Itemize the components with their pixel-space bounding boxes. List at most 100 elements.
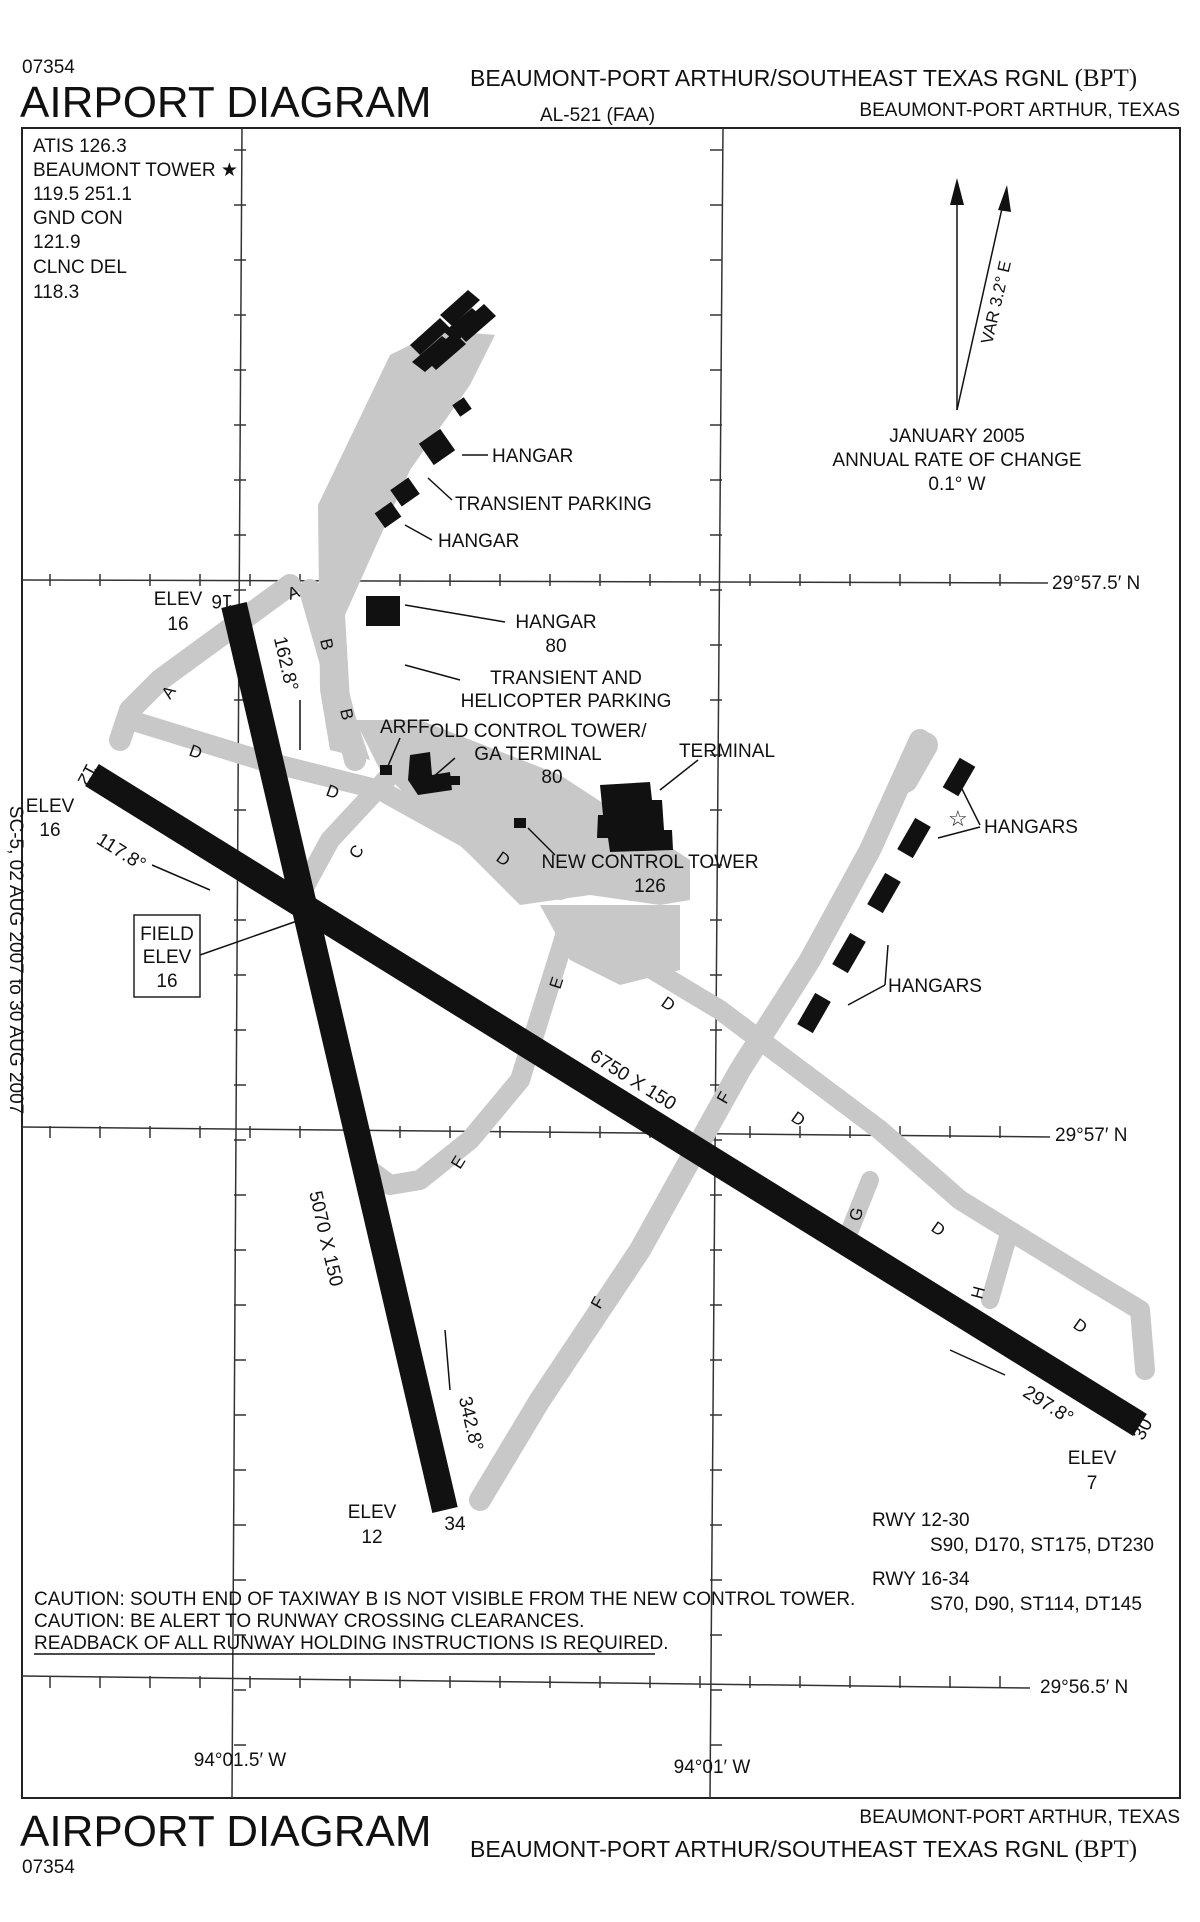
freq-line: BEAUMONT TOWER ★ — [33, 160, 238, 181]
field-elevation-value: 16 — [156, 971, 177, 992]
runway-end-16: 16 — [211, 590, 232, 611]
hangar-east — [897, 817, 931, 859]
hangar-east — [942, 757, 976, 797]
taxiway-label: D — [658, 993, 679, 1016]
building — [440, 290, 480, 326]
heading-16: 162.8° — [269, 635, 302, 693]
buildings — [366, 290, 976, 1034]
hangar-80 — [366, 596, 400, 626]
heading-34: 342.8° — [454, 1395, 487, 1453]
building — [424, 332, 466, 370]
elevation-label: ELEV — [1068, 1448, 1117, 1469]
elevation-value: 16 — [39, 820, 60, 841]
hangar-label: HANGAR — [438, 531, 519, 552]
taxiway-h — [981, 1221, 1019, 1309]
latitude-label: 29°57′ N — [1055, 1125, 1127, 1146]
north-arrow — [950, 178, 1011, 411]
taxiway-strokes — [109, 574, 1155, 1511]
rwy-strength-label: RWY 12-30 — [872, 1510, 970, 1531]
old-tower-label: OLD CONTROL TOWER/ — [429, 721, 647, 742]
taxiway-label: D — [788, 1108, 809, 1131]
footer-chart-number: 07354 — [22, 1857, 75, 1878]
elevation-label: ELEV — [154, 589, 203, 610]
magnetic-variation: VAR 3.2° E — [977, 259, 1015, 346]
building — [452, 397, 472, 417]
freq-line: CLNC DEL — [33, 257, 127, 278]
elevation-label: ELEV — [348, 1502, 397, 1523]
hangar-east — [867, 872, 901, 914]
caution-text: CAUTION: BE ALERT TO RUNWAY CROSSING CLE… — [34, 1611, 584, 1632]
taxiway-label: D — [324, 781, 342, 803]
field-elevation-box — [133, 914, 201, 998]
hangar-east — [832, 932, 866, 974]
footer-city-state: BEAUMONT-PORT ARTHUR, TEXAS — [859, 1807, 1180, 1828]
field-elevation-label: FIELD — [140, 924, 194, 945]
frequency-list: ATIS 126.3 BEAUMONT TOWER ★ 119.5 251.1 … — [33, 136, 238, 303]
grid-lon-01-5 — [231, 127, 243, 1799]
latitude-label: 29°56.5′ N — [1040, 1677, 1128, 1698]
terminal-label: TERMINAL — [679, 741, 775, 762]
tower-star-icon: ☆ — [948, 806, 968, 831]
taxiway-label: D — [1070, 1315, 1091, 1338]
footer-title: AIRPORT DIAGRAM — [20, 1807, 432, 1856]
annual-rate-label: ANNUAL RATE OF CHANGE — [832, 450, 1081, 471]
building — [410, 318, 450, 355]
footer-airport-name: BEAUMONT-PORT ARTHUR/SOUTHEAST TEXAS RGN… — [470, 1836, 1137, 1863]
new-tower-number: 126 — [634, 876, 666, 897]
airport-name: BEAUMONT-PORT ARTHUR/SOUTHEAST TEXAS RGN… — [470, 65, 1137, 92]
taxiway-label: H — [968, 1284, 990, 1301]
city-state: BEAUMONT-PORT ARTHUR, TEXAS — [859, 100, 1180, 121]
annual-rate-value: 0.1° W — [928, 474, 985, 495]
page-title: AIRPORT DIAGRAM — [20, 78, 432, 127]
building — [450, 776, 460, 785]
freq-line: 119.5 251.1 — [33, 184, 132, 205]
central-ramp — [355, 720, 690, 905]
taxiway-g — [841, 1171, 879, 1239]
latitude-label: 29°57.5′ N — [1052, 573, 1140, 594]
taxiway-label: G — [846, 1205, 868, 1223]
taxiway-label: C — [345, 842, 368, 862]
map-frame — [21, 127, 1181, 1799]
new-tower-label: NEW CONTROL TOWER — [541, 852, 758, 873]
elevation-value: 16 — [167, 614, 188, 635]
transient-heli-label: TRANSIENT AND — [490, 668, 642, 689]
leader-lines — [151, 454, 1006, 1391]
elevation-label: ELEV — [26, 796, 75, 817]
arff-label: ARFF — [380, 717, 430, 738]
runway-dimensions-16-34: 5070 X 150 — [304, 1189, 346, 1288]
taxiway-label: B — [336, 707, 357, 722]
caution-text: CAUTION: SOUTH END OF TAXIWAY B IS NOT V… — [34, 1589, 855, 1610]
transient-parking-label: TRANSIENT PARKING — [455, 494, 652, 515]
arff-building — [380, 765, 392, 775]
grid-lon-01 — [709, 127, 724, 1799]
taxiway-d-east — [560, 910, 1155, 1380]
chart-number: 07354 — [22, 57, 75, 78]
runway-12-30 — [85, 763, 1147, 1437]
rwy-strength-label: RWY 16-34 — [872, 1569, 970, 1590]
heading-12: 117.8° — [93, 829, 150, 875]
hangar-80-number: 80 — [545, 636, 566, 657]
east-apron-stub — [892, 732, 938, 793]
transient-parking-building — [390, 477, 420, 507]
field-elevation-label: ELEV — [143, 947, 192, 968]
taxiway-label: D — [928, 1218, 949, 1241]
north-apron — [318, 330, 495, 760]
runway-end-34: 34 — [444, 1514, 466, 1535]
taxiway-f — [469, 729, 931, 1511]
building — [454, 304, 496, 342]
taxiway-label: B — [316, 637, 337, 652]
taxiway-b — [299, 579, 366, 771]
hangar-label: HANGAR — [492, 446, 573, 467]
hangar-east — [797, 992, 831, 1034]
hangar-80-label: HANGAR — [515, 612, 596, 633]
hangars-label: HANGARS — [984, 817, 1078, 838]
freq-line: GND CON — [33, 208, 123, 229]
freq-line: ATIS 126.3 — [33, 136, 127, 157]
taxiway-label: D — [187, 741, 205, 763]
rwy-strength-value: S90, D170, ST175, DT230 — [930, 1535, 1154, 1556]
taxiway-e — [360, 910, 580, 1195]
transient-heli-label: HELICOPTER PARKING — [461, 691, 672, 712]
readback-notice: READBACK OF ALL RUNWAY HOLDING INSTRUCTI… — [34, 1633, 669, 1654]
freq-line: 118.3 — [33, 282, 79, 303]
